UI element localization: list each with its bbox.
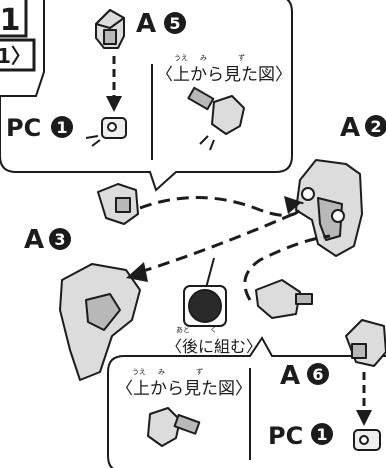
label-a6: A [280, 361, 300, 391]
pc-later-part [188, 289, 222, 323]
step-number: 1 [0, 3, 20, 38]
num-a6-circle [307, 363, 329, 385]
ruby-bottom-1: うえ [132, 368, 146, 376]
dash-a6-a2 [243, 234, 331, 301]
ruby-top-3: ず [238, 53, 245, 62]
top-bubble [0, 0, 293, 192]
num-a2-circle [365, 115, 386, 137]
ruby-ato: あと [176, 326, 190, 334]
part-a2 [295, 159, 363, 257]
num-pc1-top: 1 [56, 118, 67, 137]
num-a5: 5 [169, 14, 180, 33]
part-a5-topview [187, 86, 245, 151]
part-small-a6 [255, 279, 313, 319]
bottom-bubble [107, 336, 386, 468]
num-pc1-bottom: 1 [316, 425, 327, 444]
arrow-a6-pc1-head [356, 410, 372, 426]
step-tab: 1〉 [0, 44, 31, 68]
arrow-a5-pc1-head [106, 96, 122, 112]
caption-assemble-later: 〈後に組む〉 [166, 337, 262, 356]
num-a3: 3 [54, 230, 65, 249]
num-pc1-bottom-circle [311, 423, 333, 445]
num-a2: 2 [370, 117, 381, 136]
part-a6-topview [147, 407, 201, 447]
label-a2: A [340, 113, 360, 143]
label-pc1-top: PC [6, 114, 41, 142]
ruby-bottom-3: ず [196, 367, 203, 376]
caption-top-view-top: 〈上から見た図〉 [156, 65, 292, 85]
step-marker: 1 1〉 [0, 0, 36, 72]
ruby-top-2: み [200, 54, 207, 62]
ruby-ku: く [210, 326, 217, 334]
part-a5 [95, 9, 125, 49]
num-pc1-top-circle [51, 116, 73, 138]
dash-a3-a2 [139, 210, 299, 274]
caption-top-view-bottom: 〈上から見た図〉 [116, 379, 252, 399]
dash-piece-a2 [139, 196, 304, 217]
part-a6 [345, 319, 386, 367]
part-pc1-bottom [353, 429, 381, 451]
num-a6: 6 [312, 365, 323, 384]
ruby-top-1: うえ [174, 54, 188, 62]
part-small-a5-left [97, 183, 139, 225]
part-a3 [59, 263, 141, 381]
label-a3: A [24, 225, 44, 255]
arrow-a3-head [126, 262, 148, 282]
label-a5: A [136, 9, 156, 39]
num-a5-circle [164, 12, 186, 34]
ruby-bottom-2: み [158, 368, 165, 376]
part-pc1-top [85, 117, 127, 147]
num-a3-circle [49, 228, 71, 250]
label-pc1-bottom: PC [268, 422, 303, 450]
arrow-a2-head [284, 196, 302, 214]
leader-pc [205, 257, 215, 289]
